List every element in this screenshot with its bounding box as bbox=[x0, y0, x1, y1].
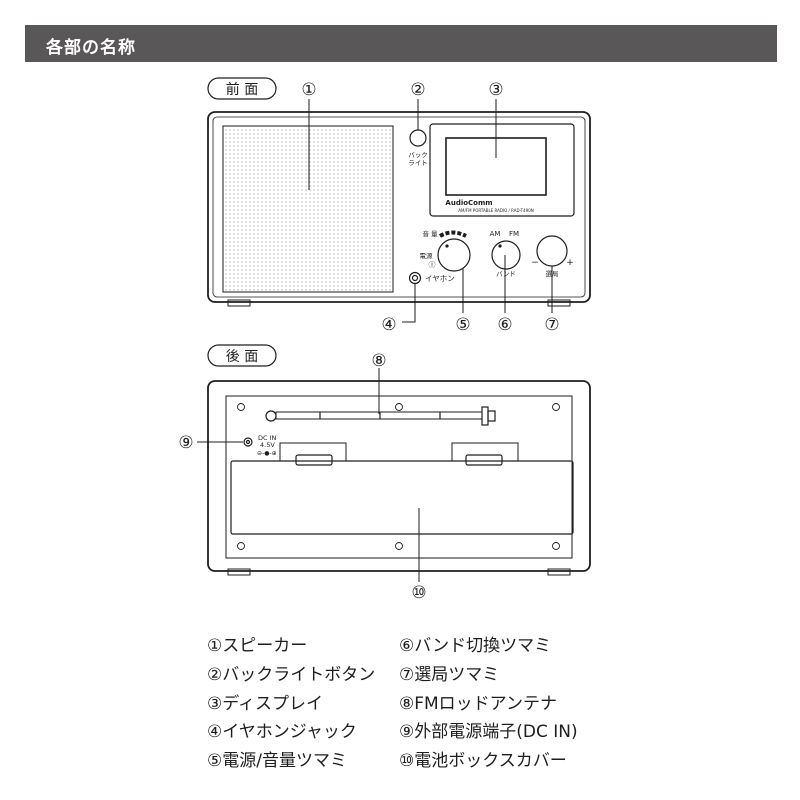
earphone-jack-inner bbox=[411, 274, 419, 282]
legend-item: ⑤電源/音量ツマミ bbox=[207, 751, 347, 772]
callout-6: ⑥ bbox=[497, 315, 512, 335]
legend-item: ⑩電池ボックスカバー bbox=[399, 751, 567, 772]
legend-column-left: ①スピーカー ②バックライトボタン ③ディスプレイ ④イヤホンジャック ⑤電源/… bbox=[207, 632, 375, 776]
legend-column-right: ⑥バンド切換ツマミ ⑦選局ツマミ ⑧FMロッドアンテナ ⑨外部電源端子(DC I… bbox=[399, 632, 578, 776]
callout-3: ③ bbox=[488, 80, 503, 100]
volume-arc bbox=[438, 230, 467, 238]
callout-5: ⑤ bbox=[455, 315, 470, 335]
back-view-label-pill: 後 面 bbox=[207, 344, 277, 367]
fm-rod-antenna bbox=[265, 406, 496, 426]
legend-item: ⑧FMロッドアンテナ bbox=[399, 693, 558, 714]
radio-front-body bbox=[207, 111, 591, 307]
earphone-label: イヤホン bbox=[425, 274, 455, 283]
legend-item: ④イヤホンジャック bbox=[207, 722, 357, 743]
volume-knob bbox=[437, 238, 471, 272]
backlight-label-line1: バック bbox=[408, 151, 428, 159]
dc-in-jack bbox=[243, 437, 253, 447]
legend-item: ②バックライトボタン bbox=[207, 664, 376, 685]
screws bbox=[237, 403, 560, 550]
back-view-label: 後 面 bbox=[226, 349, 258, 365]
display-brand: AudioComm bbox=[445, 199, 492, 207]
callout-8: ⑧ bbox=[371, 351, 386, 371]
back-leader-lines bbox=[197, 368, 420, 582]
band-knob-dot bbox=[498, 244, 502, 248]
radio-back-body bbox=[207, 380, 591, 576]
power-symbol: Ⓘ bbox=[429, 261, 436, 269]
callout-9: ⑨ bbox=[178, 433, 193, 453]
legend-item: ⑥バンド切換ツマミ bbox=[399, 636, 552, 656]
band-label: バンド bbox=[496, 270, 516, 278]
earphone-jack bbox=[408, 271, 422, 285]
band-fm-label: FM bbox=[509, 230, 519, 238]
tuning-minus: − bbox=[531, 258, 539, 268]
tuning-knob bbox=[536, 235, 568, 267]
parts-diagram: 前 面 バック ライト AudioComm AM/FM PORTABLE RAD… bbox=[178, 77, 591, 603]
callout-10: ⑩ bbox=[411, 583, 426, 603]
tuning-plus: + bbox=[566, 258, 574, 268]
legend-item: ③ディスプレイ bbox=[207, 693, 324, 714]
callout-7: ⑦ bbox=[544, 315, 559, 335]
callout-1: ① bbox=[301, 80, 316, 100]
band-am-label: AM bbox=[490, 230, 501, 238]
backlight-button bbox=[409, 129, 427, 147]
display-model: AM/FM PORTABLE RADIO / RAD-T490N bbox=[458, 208, 533, 213]
band-knob bbox=[491, 240, 521, 270]
section-header-bar bbox=[25, 25, 777, 62]
dc-in-label-line2: 4.5V bbox=[260, 441, 275, 449]
front-view-label-pill: 前 面 bbox=[207, 77, 277, 100]
dc-in-label-line1: DC IN bbox=[258, 434, 277, 442]
legend-item: ⑨外部電源端子(DC IN) bbox=[399, 722, 578, 743]
section-title: 各部の名称 bbox=[46, 38, 136, 58]
legend-item: ⑦選局ツマミ bbox=[399, 664, 500, 685]
dc-in-polarity: ⊖-●-⊕ bbox=[257, 450, 277, 457]
callout-2: ② bbox=[410, 80, 425, 100]
volume-knob-dot bbox=[445, 244, 449, 248]
backlight-label-line2: ライト bbox=[408, 159, 428, 167]
front-leader-lines bbox=[308, 99, 553, 323]
legend-item: ①スピーカー bbox=[207, 636, 308, 656]
battery-cover bbox=[230, 442, 574, 535]
callout-4: ④ bbox=[381, 315, 396, 335]
speaker-grille bbox=[222, 125, 394, 293]
power-label: 電源 bbox=[420, 251, 434, 260]
front-view-label: 前 面 bbox=[226, 81, 258, 98]
volume-label: 音 量 bbox=[422, 229, 438, 238]
